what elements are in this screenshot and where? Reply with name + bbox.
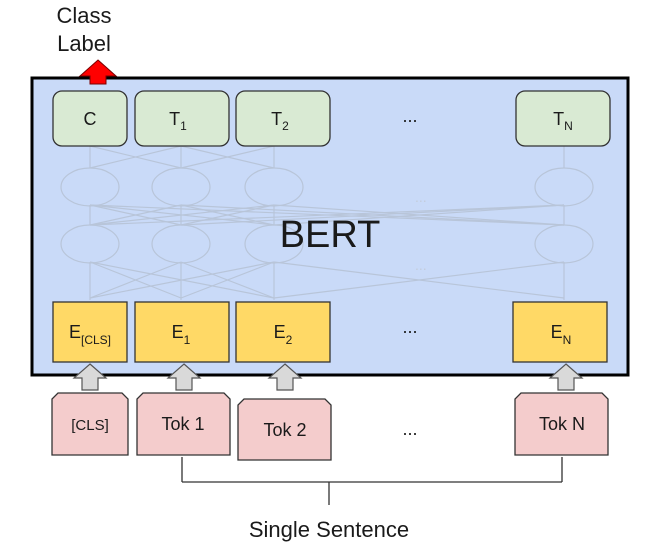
token-label-tok1: Tok 1 [161,414,204,434]
class-label-arrow [78,59,118,85]
input-arrows [72,363,584,391]
embedding-ellipsis: ... [402,317,417,337]
sentence-bracket [181,457,563,505]
token-label-tokn: Tok N [539,414,585,434]
class-label-line1: Class [56,3,111,28]
output-label-c: C [84,109,97,129]
embedding-label-e2: E2 [274,322,293,347]
token-label-tok2: Tok 2 [263,420,306,440]
input-arrow-cls [72,363,108,391]
output-box-c [52,90,128,147]
input-label: Single Sentence [249,517,409,542]
output-label-t2: T2 [271,109,289,133]
embedding-label-cls: E[CLS] [69,322,111,347]
embedding-box-e1 [134,301,230,363]
output-ellipsis: ... [402,106,417,126]
output-box-t1 [134,90,230,147]
token-box-cls [51,392,129,456]
embedding-box-en [512,301,608,363]
embedding-label-e1: E1 [172,322,191,347]
input-arrow-tok2 [267,363,303,391]
output-box-t2 [235,90,331,147]
embedding-row: E[CLS] E1 E2 ... EN [52,301,608,363]
embedding-label-en: EN [551,322,572,347]
token-ellipsis: ... [402,419,417,439]
input-arrow-tok1 [166,363,202,391]
embedding-box-e2 [235,301,331,363]
model-name: BERT [280,214,381,256]
svg-text:...: ... [415,189,427,205]
embedding-box-cls [52,301,128,363]
token-row [51,392,609,461]
output-label-t1: T1 [169,109,187,133]
token-label-cls: [CLS] [71,417,109,434]
svg-text:...: ... [415,257,427,273]
class-label-line2: Label [57,31,111,56]
token-box-tok1 [136,392,231,456]
token-box-tok2 [237,398,332,461]
output-label-tn: TN [553,109,573,133]
output-box-tn [515,90,611,147]
output-row: C T1 T2 ... TN [52,90,611,147]
token-box-tokn [514,392,609,456]
hidden-layers: ... ... [60,145,594,300]
input-arrow-tokn [548,363,584,391]
